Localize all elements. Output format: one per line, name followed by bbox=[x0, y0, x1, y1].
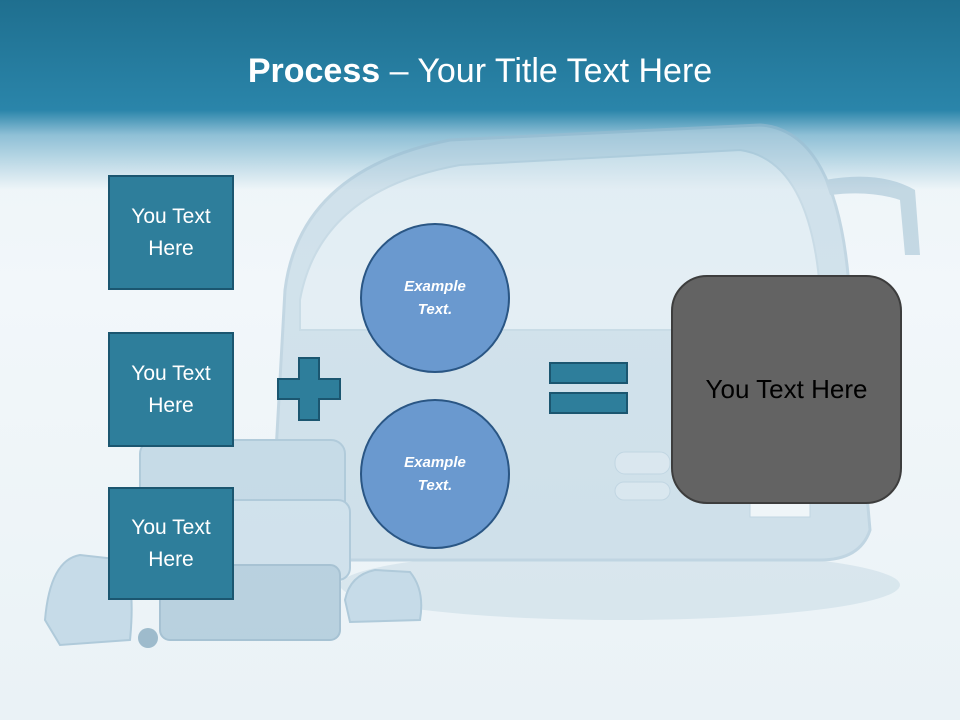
left-text-box-1[interactable]: You Text Here bbox=[108, 175, 234, 290]
left-text-box-2-label: You Text Here bbox=[131, 361, 211, 417]
example-circle-1-label: Example Text. bbox=[404, 278, 466, 318]
equals-icon bbox=[549, 362, 628, 414]
title-bold: Process bbox=[247, 52, 381, 90]
handbag-right bbox=[343, 568, 423, 624]
bus-shadow bbox=[340, 550, 900, 620]
bus-headlight bbox=[614, 451, 671, 475]
title-rest: – Your Title Text Here bbox=[380, 52, 713, 90]
left-text-box-1-label: You Text Here bbox=[131, 204, 211, 260]
bus-mirror bbox=[825, 176, 920, 255]
left-text-box-3[interactable]: You Text Here bbox=[108, 487, 234, 600]
suitcase-wheel bbox=[138, 628, 158, 648]
left-text-box-3-label: You Text Here bbox=[131, 515, 211, 571]
plus-icon bbox=[277, 357, 341, 421]
example-circle-2[interactable]: Example Text. bbox=[360, 399, 510, 549]
example-circle-2-label: Example Text. bbox=[404, 454, 466, 494]
example-circle-1[interactable]: Example Text. bbox=[360, 223, 510, 373]
page-title: Process – Your Title Text Here bbox=[0, 52, 960, 91]
result-text-box[interactable]: You Text Here bbox=[671, 275, 902, 504]
left-text-box-2[interactable]: You Text Here bbox=[108, 332, 234, 447]
result-text-box-label: You Text Here bbox=[705, 374, 868, 404]
bus-headlight-lower bbox=[614, 481, 671, 501]
